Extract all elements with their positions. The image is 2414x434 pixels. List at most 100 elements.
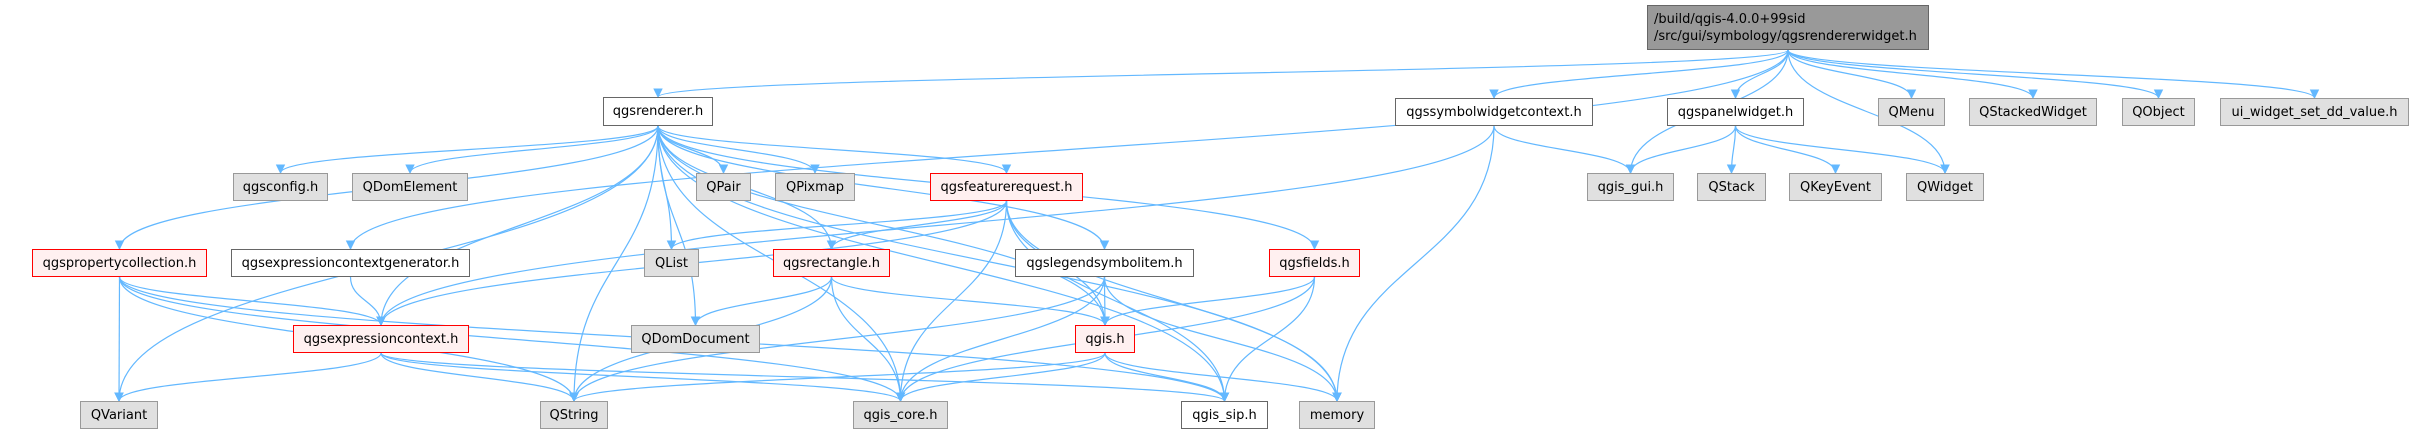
- node-label: qgsexpressioncontextgenerator.h: [241, 255, 460, 271]
- node-label: QPixmap: [786, 179, 844, 195]
- graph-node-qstack[interactable]: QStack: [1697, 173, 1766, 201]
- edge-root-to-QWidget: [1787, 49, 1950, 174]
- graph-node-root[interactable]: /build/qgis-4.0.0+99sid /src/gui/symbolo…: [1647, 5, 1929, 50]
- graph-node-qgsexpressioncontextgenerator[interactable]: qgsexpressioncontextgenerator.h: [231, 249, 470, 277]
- graph-node-qgspropertycollection[interactable]: qgspropertycollection.h: [32, 249, 207, 277]
- edge-qgsexpressioncontext-to-QString: [380, 352, 579, 402]
- graph-node-qgis[interactable]: qgis.h: [1075, 325, 1135, 353]
- graph-node-qgslegendsymbolitem[interactable]: qgslegendsymbolitem.h: [1015, 249, 1194, 277]
- node-label: QString: [549, 407, 599, 423]
- graph-node-qgspanelwidget[interactable]: qgspanelwidget.h: [1667, 98, 1804, 126]
- edge-qgsrenderer-to-QString: [569, 125, 659, 402]
- edge-root-to-qgspanelwidget: [1730, 49, 1789, 99]
- graph-node-qgis-core[interactable]: qgis_core.h: [853, 401, 948, 429]
- node-label: ui_widget_set_dd_value.h: [2231, 104, 2398, 120]
- edge-qgslegendsymbolitem-to-memory: [1103, 276, 1342, 402]
- graph-node-qlist[interactable]: QList: [644, 249, 699, 277]
- edge-qgssymbolwidgetcontext-to-qgis_gui: [1493, 125, 1636, 174]
- edge-qgspropertycollection-to-QVariant: [114, 276, 124, 402]
- node-label: qgis_core.h: [863, 407, 938, 423]
- graph-node-ui-widget[interactable]: ui_widget_set_dd_value.h: [2220, 98, 2409, 126]
- node-label: qgssymbolwidgetcontext.h: [1406, 104, 1582, 120]
- edge-root-to-QObject: [1787, 49, 2164, 99]
- graph-node-qgssymbolwidgetcontext[interactable]: qgssymbolwidgetcontext.h: [1395, 98, 1593, 126]
- graph-node-qstring[interactable]: QString: [540, 401, 608, 429]
- node-label: qgslegendsymbolitem.h: [1026, 255, 1183, 271]
- edge-qgsfeaturerequest-to-QList: [666, 200, 1008, 250]
- node-label: qgsfields.h: [1279, 255, 1350, 271]
- node-label: QWidget: [1916, 179, 1973, 195]
- edge-qgslegendsymbolitem-to-QString: [569, 276, 1106, 402]
- edge-qgsrectangle-to-qgis_core: [830, 276, 906, 402]
- edge-root-to-QStackedWidget: [1787, 49, 2038, 99]
- edge-qgis-to-qgis_core: [895, 352, 1106, 402]
- graph-node-qkeyevent[interactable]: QKeyEvent: [1789, 173, 1882, 201]
- graph-node-memory[interactable]: memory: [1299, 401, 1375, 429]
- node-label: qgsrectangle.h: [782, 255, 881, 271]
- node-label: qgsconfig.h: [242, 179, 319, 195]
- edge-qgsrenderer-to-qgslegendsymbolitem: [657, 125, 1110, 250]
- node-label: qgspanelwidget.h: [1677, 104, 1794, 120]
- edge-qgspanelwidget-to-QStack: [1726, 125, 1737, 174]
- edge-qgsrenderer-to-qgsconfig: [275, 125, 659, 174]
- node-label: memory: [1309, 407, 1365, 423]
- graph-node-qgsrenderer[interactable]: qgsrenderer.h: [603, 97, 713, 126]
- graph-node-qpixmap[interactable]: QPixmap: [775, 173, 855, 201]
- graph-node-qgis-gui[interactable]: qgis_gui.h: [1587, 173, 1674, 201]
- edge-qgsfeaturerequest-to-qgis_sip: [1005, 200, 1230, 402]
- edge-qgsrenderer-to-qgis_sip: [657, 125, 1230, 402]
- edge-qgspropertycollection-to-qgis_core: [118, 276, 906, 402]
- edge-qgsfeaturerequest-to-qgsrectangle: [826, 200, 1008, 250]
- node-label: QKeyEvent: [1799, 179, 1872, 195]
- node-label: QStack: [1708, 179, 1755, 195]
- node-label: QPair: [706, 179, 741, 195]
- edge-qgsrenderer-to-QPixmap: [657, 125, 820, 174]
- edge-qgslegendsymbolitem-to-qgis_core: [895, 276, 1106, 402]
- graph-node-qgsrectangle[interactable]: qgsrectangle.h: [773, 249, 890, 277]
- node-label: QList: [655, 255, 688, 271]
- graph-node-qstackedwidget[interactable]: QStackedWidget: [1969, 98, 2097, 126]
- edge-qgspanelwidget-to-QWidget: [1734, 125, 1950, 174]
- node-label: qgis_gui.h: [1597, 179, 1664, 195]
- graph-node-qgsexpressioncontext[interactable]: qgsexpressioncontext.h: [293, 325, 469, 353]
- node-label: QDomDocument: [641, 331, 750, 347]
- edge-qgsrenderer-to-qgsexpressioncontext: [376, 125, 659, 326]
- node-label: qgspropertycollection.h: [42, 255, 197, 271]
- edge-qgslegendsymbolitem-to-qgis: [1100, 276, 1110, 326]
- node-label: qgis_sip.h: [1192, 407, 1257, 423]
- node-label: qgsexpressioncontext.h: [303, 331, 459, 347]
- edge-qgis-to-qgis_sip: [1104, 352, 1230, 402]
- edge-root-to-qgsrenderer: [653, 49, 1789, 98]
- edge-root-to-qgssymbolwidgetcontext: [1489, 49, 1789, 99]
- edge-qgsfeaturerequest-to-qgis_core: [895, 200, 1008, 402]
- graph-node-qgsconfig[interactable]: qgsconfig.h: [233, 173, 328, 201]
- edge-qgis-to-QString: [569, 352, 1106, 402]
- edge-qgsexpressioncontext-to-qgis_sip: [380, 352, 1229, 402]
- graph-node-qgsfeaturerequest[interactable]: qgsfeaturerequest.h: [930, 173, 1083, 201]
- graph-node-qgsfields[interactable]: qgsfields.h: [1269, 249, 1360, 277]
- edge-qgssymbolwidgetcontext-to-memory: [1332, 125, 1495, 402]
- node-label: qgsfeaturerequest.h: [940, 179, 1073, 195]
- edge-qgsexpressioncontextgenerator-to-qgsexpressioncontext: [349, 276, 386, 326]
- edge-root-to-qgsexpressioncontextgenerator: [345, 49, 1789, 250]
- graph-node-qobject[interactable]: QObject: [2122, 98, 2195, 126]
- node-label: QVariant: [90, 407, 148, 423]
- graph-node-qvariant[interactable]: QVariant: [80, 401, 158, 429]
- edge-qgssymbolwidgetcontext-to-qgsexpressioncontext: [376, 125, 1495, 326]
- graph-node-qmenu[interactable]: QMenu: [1878, 98, 1945, 126]
- node-label: QMenu: [1888, 104, 1935, 120]
- edge-qgspanelwidget-to-QKeyEvent: [1734, 125, 1841, 174]
- graph-node-qdomdocument[interactable]: QDomDocument: [631, 325, 760, 353]
- root-path-line2: /src/gui/symbology/qgsrendererwidget.h: [1654, 28, 1917, 44]
- edge-qgsrenderer-to-QDomDocument: [657, 125, 701, 326]
- edge-qgsrenderer-to-qgsfeaturerequest: [657, 125, 1012, 174]
- graph-node-qpair[interactable]: QPair: [696, 173, 751, 201]
- edge-qgspanelwidget-to-qgis_gui: [1625, 125, 1737, 174]
- edge-qgsrectangle-to-QDomDocument: [690, 276, 833, 326]
- edge-root-to-QMenu: [1787, 49, 1917, 99]
- edge-qgspropertycollection-to-qgsexpressioncontext: [118, 276, 386, 326]
- graph-node-qdomelement[interactable]: QDomElement: [352, 173, 468, 201]
- graph-node-qgis-sip[interactable]: qgis_sip.h: [1181, 401, 1268, 429]
- edge-qgsfeaturerequest-to-memory: [1005, 200, 1342, 402]
- graph-node-qwidget[interactable]: QWidget: [1906, 173, 1984, 201]
